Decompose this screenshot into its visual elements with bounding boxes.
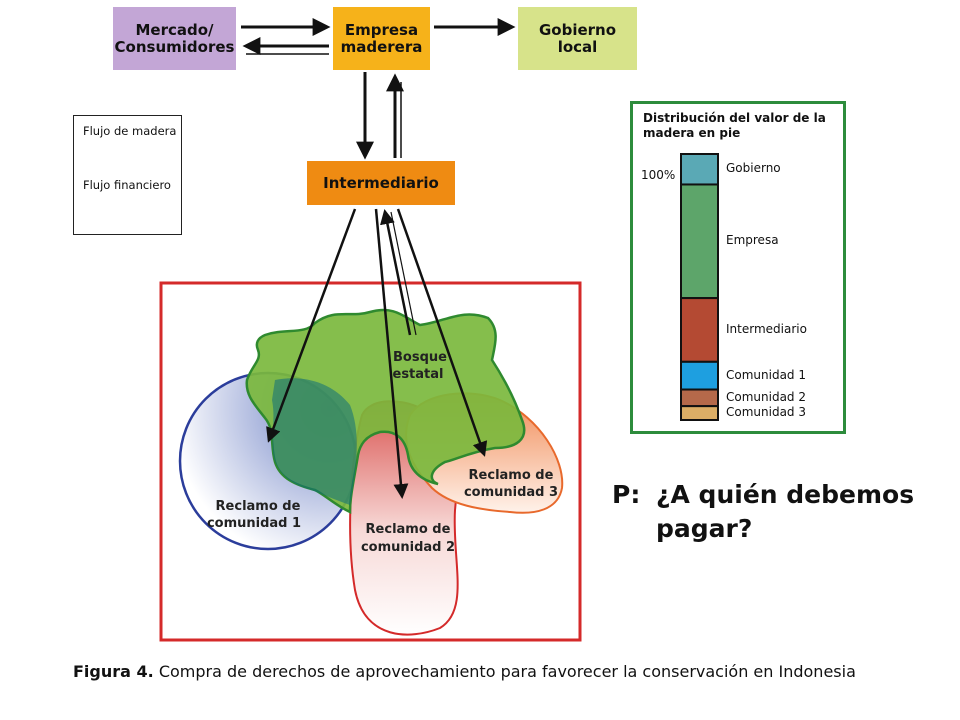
distribution-segment-label-4: Comunidad 1: [726, 367, 806, 382]
claim2-label-line1: Reclamo de: [366, 522, 451, 537]
distribution-segment-label-3: Intermediario: [726, 321, 807, 336]
distribution-title: Distribución del valor de la madera en p…: [643, 111, 826, 140]
distribution-segment-5: [680, 388, 719, 408]
claim1-label-line2: comunidad 1: [207, 516, 301, 531]
distribution-segment-label-6: Comunidad 3: [726, 405, 806, 420]
percent-100-label: 100%: [641, 168, 676, 182]
claim1-label-line1: Reclamo de: [216, 499, 301, 514]
figure-caption: Figura 4. Compra de derechos de aprovech…: [73, 661, 873, 683]
empresa-maderera-box: Empresa maderera: [333, 7, 430, 70]
legend-wood-flow-label: Flujo de madera: [83, 124, 177, 138]
distribution-segment-label-1: Gobierno: [726, 161, 781, 176]
distribution-segment-1: [680, 153, 719, 186]
distribution-segment-6: [680, 405, 719, 422]
question-prefix: P:: [612, 480, 641, 509]
legend-financial-flow-label: Flujo financiero: [83, 178, 171, 192]
question-line1: ¿A quién debemos: [656, 480, 915, 509]
top-flow-arrows: [241, 18, 516, 160]
forest-area-frame: [159, 281, 582, 642]
intermediario-box: Intermediario: [307, 161, 455, 205]
gobierno-local-box: Gobierno local: [518, 7, 637, 70]
claim2-label-line2: comunidad 2: [361, 540, 455, 555]
question-line2: pagar?: [656, 514, 753, 543]
bosque-label-line2: estatal: [393, 367, 444, 382]
value-distribution-panel: Distribución del valor de la madera en p…: [630, 101, 846, 434]
overlap-shading: [272, 378, 357, 505]
distribution-segment-2: [680, 183, 719, 300]
intermediary-arrows: [266, 208, 488, 499]
distribution-stacked-bar: [680, 153, 719, 422]
question-text: P: ¿A quién debemos pagar?: [612, 478, 914, 546]
distribution-segment-3: [680, 297, 719, 363]
flow-legend: Flujo de madera Flujo financiero: [73, 115, 182, 235]
bosque-label-line1: Bosque: [393, 350, 447, 365]
distribution-segment-4: [680, 360, 719, 391]
caption-text: Compra de derechos de aprovechamiento pa…: [153, 662, 856, 681]
claim3-label-line1: Reclamo de: [469, 468, 554, 483]
claim3-label-line2: comunidad 3: [464, 485, 558, 500]
distribution-segment-label-5: Comunidad 2: [726, 389, 806, 404]
mercado-consumidores-box: Mercado/ Consumidores: [113, 7, 236, 70]
caption-label: Figura 4.: [73, 662, 154, 681]
distribution-segment-label-2: Empresa: [726, 233, 779, 248]
